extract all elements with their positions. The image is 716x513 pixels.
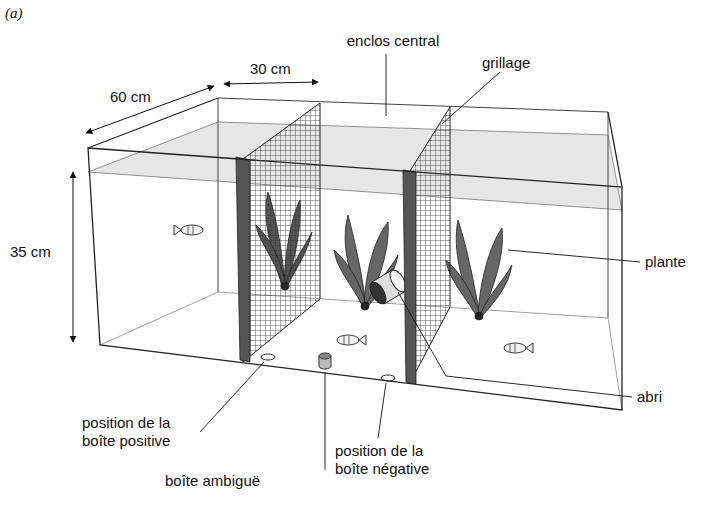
dimension-label: 35 cm	[10, 243, 66, 261]
part-name: abri	[637, 388, 687, 406]
part-name: position de la boîte positive	[82, 414, 200, 450]
part-name: plante	[645, 253, 705, 271]
panel-letter: (a)	[5, 4, 45, 22]
part-name: enclos central	[338, 32, 448, 50]
dimension-label: 30 cm	[250, 60, 310, 78]
part-name: position de la boîte négative	[335, 442, 460, 478]
part-name: grillage	[482, 54, 562, 72]
dimension-label: 60 cm	[110, 88, 170, 106]
part-name: boîte ambiguë	[165, 472, 295, 490]
